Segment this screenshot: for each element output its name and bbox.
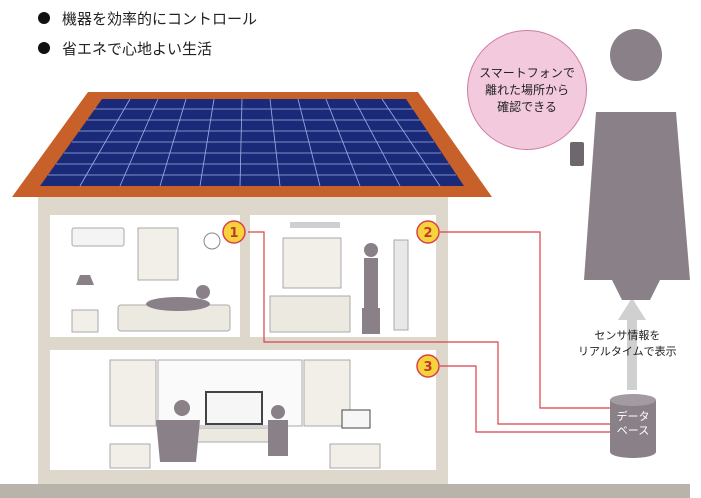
feature-item: 機器を効率的にコントロール [38, 3, 257, 33]
upload-arrow-icon [618, 298, 646, 320]
sideboard [269, 295, 351, 333]
feature-text: 機器を効率的にコントロール [62, 9, 258, 28]
marker-3-label: 3 [423, 360, 432, 375]
marker-1-label: 1 [229, 226, 238, 241]
solar-panel [40, 99, 464, 186]
person-relaxing [146, 297, 210, 311]
smartphone-bubble: スマートフォンで 離れた場所から 確認できる [467, 30, 587, 150]
database-icon [610, 400, 656, 452]
person-standing [364, 258, 378, 308]
database-label-line: データ [616, 410, 650, 423]
bubble-line: 離れた場所から [484, 82, 569, 97]
ceiling-light [290, 222, 340, 228]
marker-1: 1 [222, 220, 246, 244]
tv-icon [205, 391, 263, 425]
bullet-icon [38, 42, 50, 54]
sensor-wires [248, 231, 610, 433]
curtain-left [109, 359, 157, 427]
upload-arrow-shaft [627, 318, 637, 390]
sensor-caption-line: リアルタイムで表示 [578, 345, 677, 358]
sensor-caption-line: センサ情報を [594, 329, 661, 342]
shelf [109, 443, 151, 469]
bullet-icon [38, 12, 50, 24]
solar-panel-grid [48, 98, 456, 187]
radiator [137, 227, 179, 281]
wall-chart [282, 237, 342, 289]
air-conditioner [71, 227, 125, 247]
control-panel [393, 239, 409, 331]
feature-text: 省エネで心地よい生活 [62, 39, 213, 58]
feature-item: 省エネで心地よい生活 [38, 33, 257, 63]
person-head [196, 285, 210, 299]
lamp-icon [76, 275, 94, 285]
marker-2-label: 2 [423, 226, 432, 241]
bubble-line: スマートフォンで [479, 65, 575, 80]
marker-3: 3 [416, 354, 440, 378]
person-with-smartphone [570, 29, 690, 300]
bubble-line: 確認できる [497, 99, 557, 114]
ground [0, 484, 690, 498]
person-standing-head [364, 243, 378, 257]
tv-stand [189, 427, 281, 443]
clock-icon [203, 232, 221, 250]
feature-list: 機器を効率的にコントロール 省エネで心地よい生活 [38, 3, 257, 63]
child [268, 420, 288, 456]
sensor-caption: センサ情報を リアルタイムで表示 [578, 328, 677, 360]
database-label-line: ベース [616, 424, 650, 437]
database-label: データ ベース [610, 410, 656, 438]
monitor-icon [341, 409, 371, 429]
person-in-chair [156, 420, 200, 462]
marker-2: 2 [416, 220, 440, 244]
side-table [71, 309, 99, 333]
